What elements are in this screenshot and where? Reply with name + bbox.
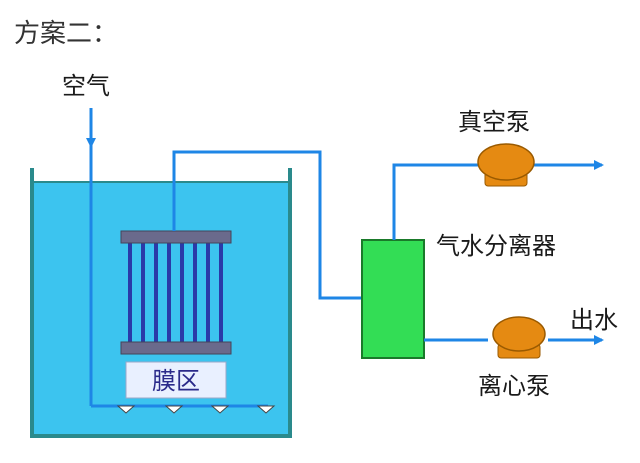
diagram-title: 方案二： [14, 19, 118, 49]
membrane-top-plate [120, 230, 232, 244]
membrane-module: 膜区 [120, 230, 232, 399]
membrane-zone-label: 膜区 [152, 367, 200, 395]
aerator-nozzle [210, 405, 230, 414]
membrane-zone-box [125, 361, 227, 399]
tank-wall [30, 168, 292, 438]
gas-water-separator: 气水分离器 [361, 232, 556, 359]
aerator-nozzle [256, 405, 276, 414]
membrane-tubes [128, 242, 223, 344]
vacuum-pump-body [477, 143, 535, 181]
aerator-nozzle [116, 405, 136, 414]
centrifugal-pump: 离心泵 [478, 316, 550, 400]
vacuum-pipe [392, 163, 480, 240]
air-label: 空气 [62, 72, 110, 100]
membrane-bottom-plate [120, 341, 232, 355]
separator-label: 气水分离器 [436, 232, 556, 260]
vacuum-pump-label: 真空泵 [458, 108, 530, 136]
permeate-pipe [172, 150, 362, 300]
water-out-label: 出水 [570, 306, 618, 334]
centrifugal-pump-body [492, 316, 546, 352]
aerator-nozzle [164, 405, 184, 414]
centrifugal-pump-label: 离心泵 [478, 372, 550, 400]
separator-body [361, 239, 425, 359]
air-inlet: 空气 [62, 72, 276, 414]
vacuum-pump: 真空泵 [458, 108, 535, 187]
